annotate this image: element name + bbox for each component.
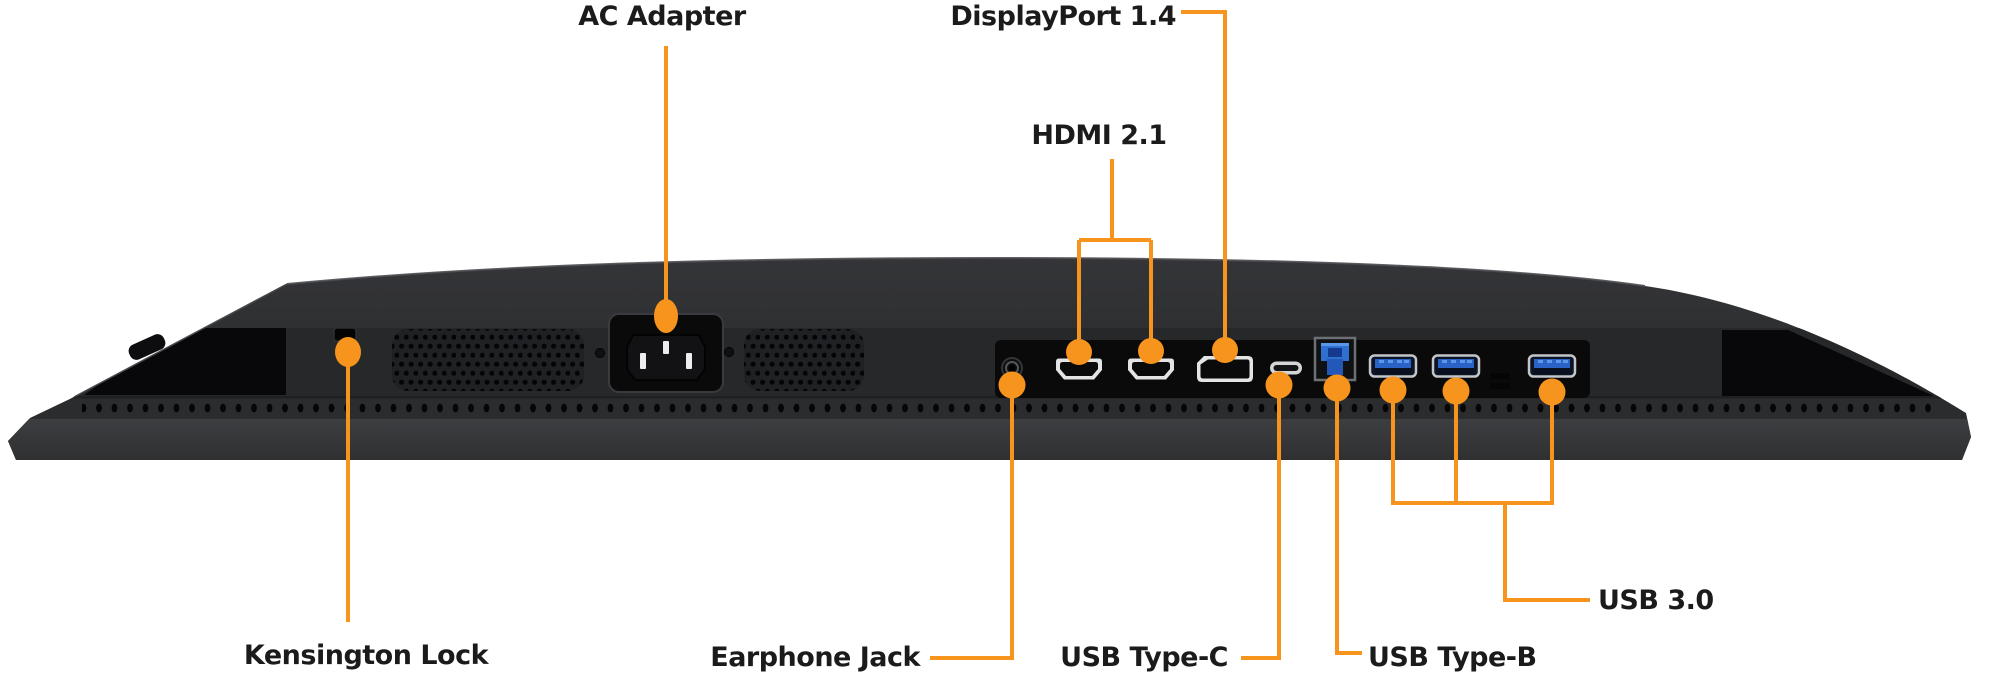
label-earphone-jack: Earphone Jack [710,642,920,673]
vent-grille-right [744,329,864,391]
usb-a-port-1 [1368,354,1418,378]
front-bezel-strip [8,419,1971,460]
callout-dots [335,299,1566,406]
ac-power-inlet [608,313,724,393]
callout-line-earphone [930,385,1014,660]
top-edge-highlight [286,256,1646,287]
callout-lines [346,10,1590,660]
label-usb-30: USB 3.0 [1598,585,1714,616]
displayport-port [1197,356,1253,382]
usb-c-port [1270,361,1302,375]
vent-grille-left [392,329,584,391]
left-edge-highlight [73,283,288,398]
callout-dot-displayport [1212,337,1238,363]
callout-dot-usb-a-3 [1538,378,1566,406]
left-shadow [84,328,286,395]
callout-dot-earphone [998,371,1026,399]
callout-line-usb-c [1241,385,1281,660]
speaker-perforations [82,400,1934,416]
callout-dot-ac-adapter [654,299,678,333]
callout-line-hdmi [1077,159,1153,352]
service-slots [1490,373,1510,389]
label-usb-type-b: USB Type-B [1368,642,1537,673]
callout-dot-hdmi-2 [1138,338,1164,364]
right-shadow [1722,330,1934,396]
usb-b-port [1313,336,1357,382]
callout-dot-usb-b [1323,374,1351,402]
callout-dot-usb-c [1265,371,1293,399]
label-usb-type-c: USB Type-C [1060,642,1228,673]
screw-right [724,347,734,357]
hdmi-port-1 [1056,358,1102,380]
callout-dot-usb-a-1 [1379,376,1407,404]
hdmi-port-2 [1128,358,1174,380]
callout-dot-kensington [335,337,361,367]
callout-dot-hdmi-1 [1066,339,1092,365]
label-displayport: DisplayPort 1.4 [950,1,1176,32]
usb-a-port-3 [1527,354,1577,378]
usb-a-port-2 [1431,354,1481,378]
callout-dot-usb-a-2 [1442,377,1470,405]
callout-line-usb-b [1335,388,1362,655]
label-hdmi: HDMI 2.1 [1031,120,1167,151]
callout-line-displayport [1181,10,1227,350]
label-ac-adapter: AC Adapter [578,1,746,32]
stand-latch-tab [128,334,166,360]
callout-line-usb-30 [1391,390,1590,602]
screw-left [595,348,605,358]
label-kensington-lock: Kensington Lock [243,640,489,671]
